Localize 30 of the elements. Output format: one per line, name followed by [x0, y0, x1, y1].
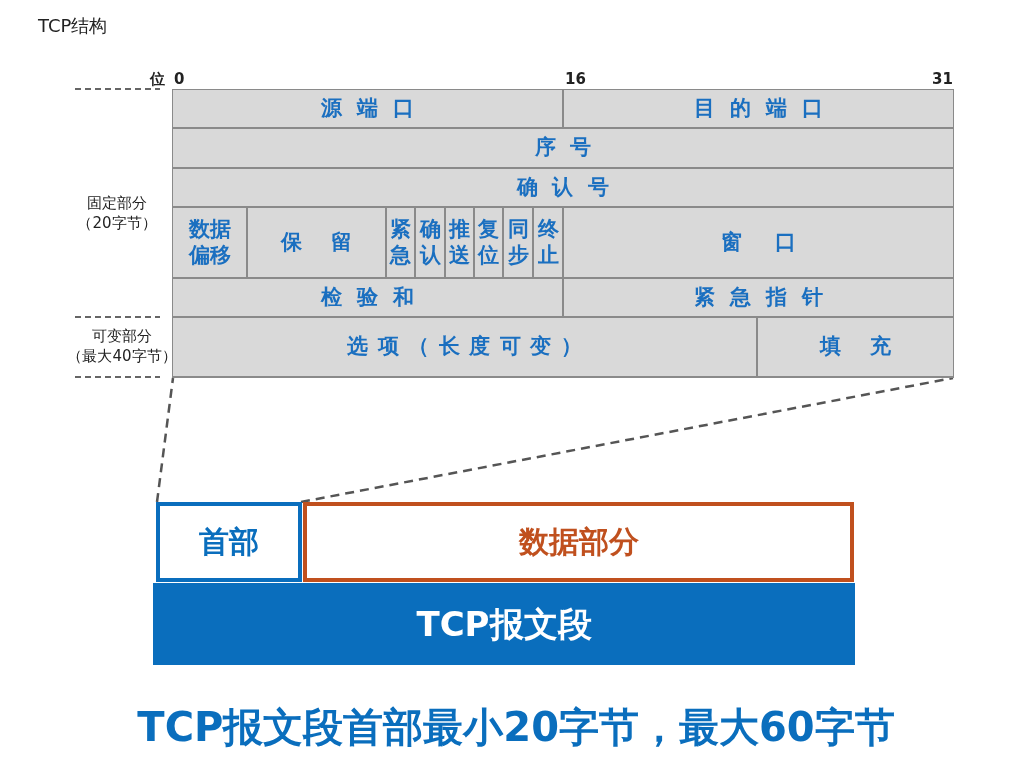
title: TCP结构 [38, 14, 108, 38]
header-field: 保留 [247, 207, 386, 278]
bit-label: 位 [150, 70, 165, 89]
header-field: 源端口 [172, 89, 563, 128]
data-box: 数据部分 [303, 502, 854, 582]
zoom-line [155, 377, 175, 503]
header-field: 确认 [415, 207, 445, 278]
header-field: 窗口 [563, 207, 954, 278]
header-field: 选项（长度可变） [172, 317, 757, 377]
header-field: 检验和 [172, 278, 563, 317]
header-field: 终止 [533, 207, 563, 278]
header-table [172, 89, 954, 378]
segment-bar: TCP报文段 [153, 583, 855, 665]
header-field: 填充 [757, 317, 954, 377]
caption: TCP报文段首部最小20字节，最大60字节 [136, 703, 896, 752]
header-field: 确认号 [172, 168, 954, 207]
header-box: 首部 [156, 502, 302, 582]
header-field: 紧急指针 [563, 278, 954, 317]
header-field: 复位 [474, 207, 503, 278]
header-field: 序号 [172, 128, 954, 168]
zoom-line [300, 376, 954, 504]
section-label: 固定部分（20字节） [76, 194, 158, 233]
bit-number: 31 [932, 70, 953, 88]
header-field: 紧急 [386, 207, 415, 278]
header-field: 目的端口 [563, 89, 954, 128]
header-field: 推送 [445, 207, 474, 278]
bit-number: 16 [565, 70, 586, 88]
bit-number: 0 [174, 70, 185, 88]
header-field: 数据偏移 [172, 207, 247, 278]
header-field: 同步 [503, 207, 533, 278]
